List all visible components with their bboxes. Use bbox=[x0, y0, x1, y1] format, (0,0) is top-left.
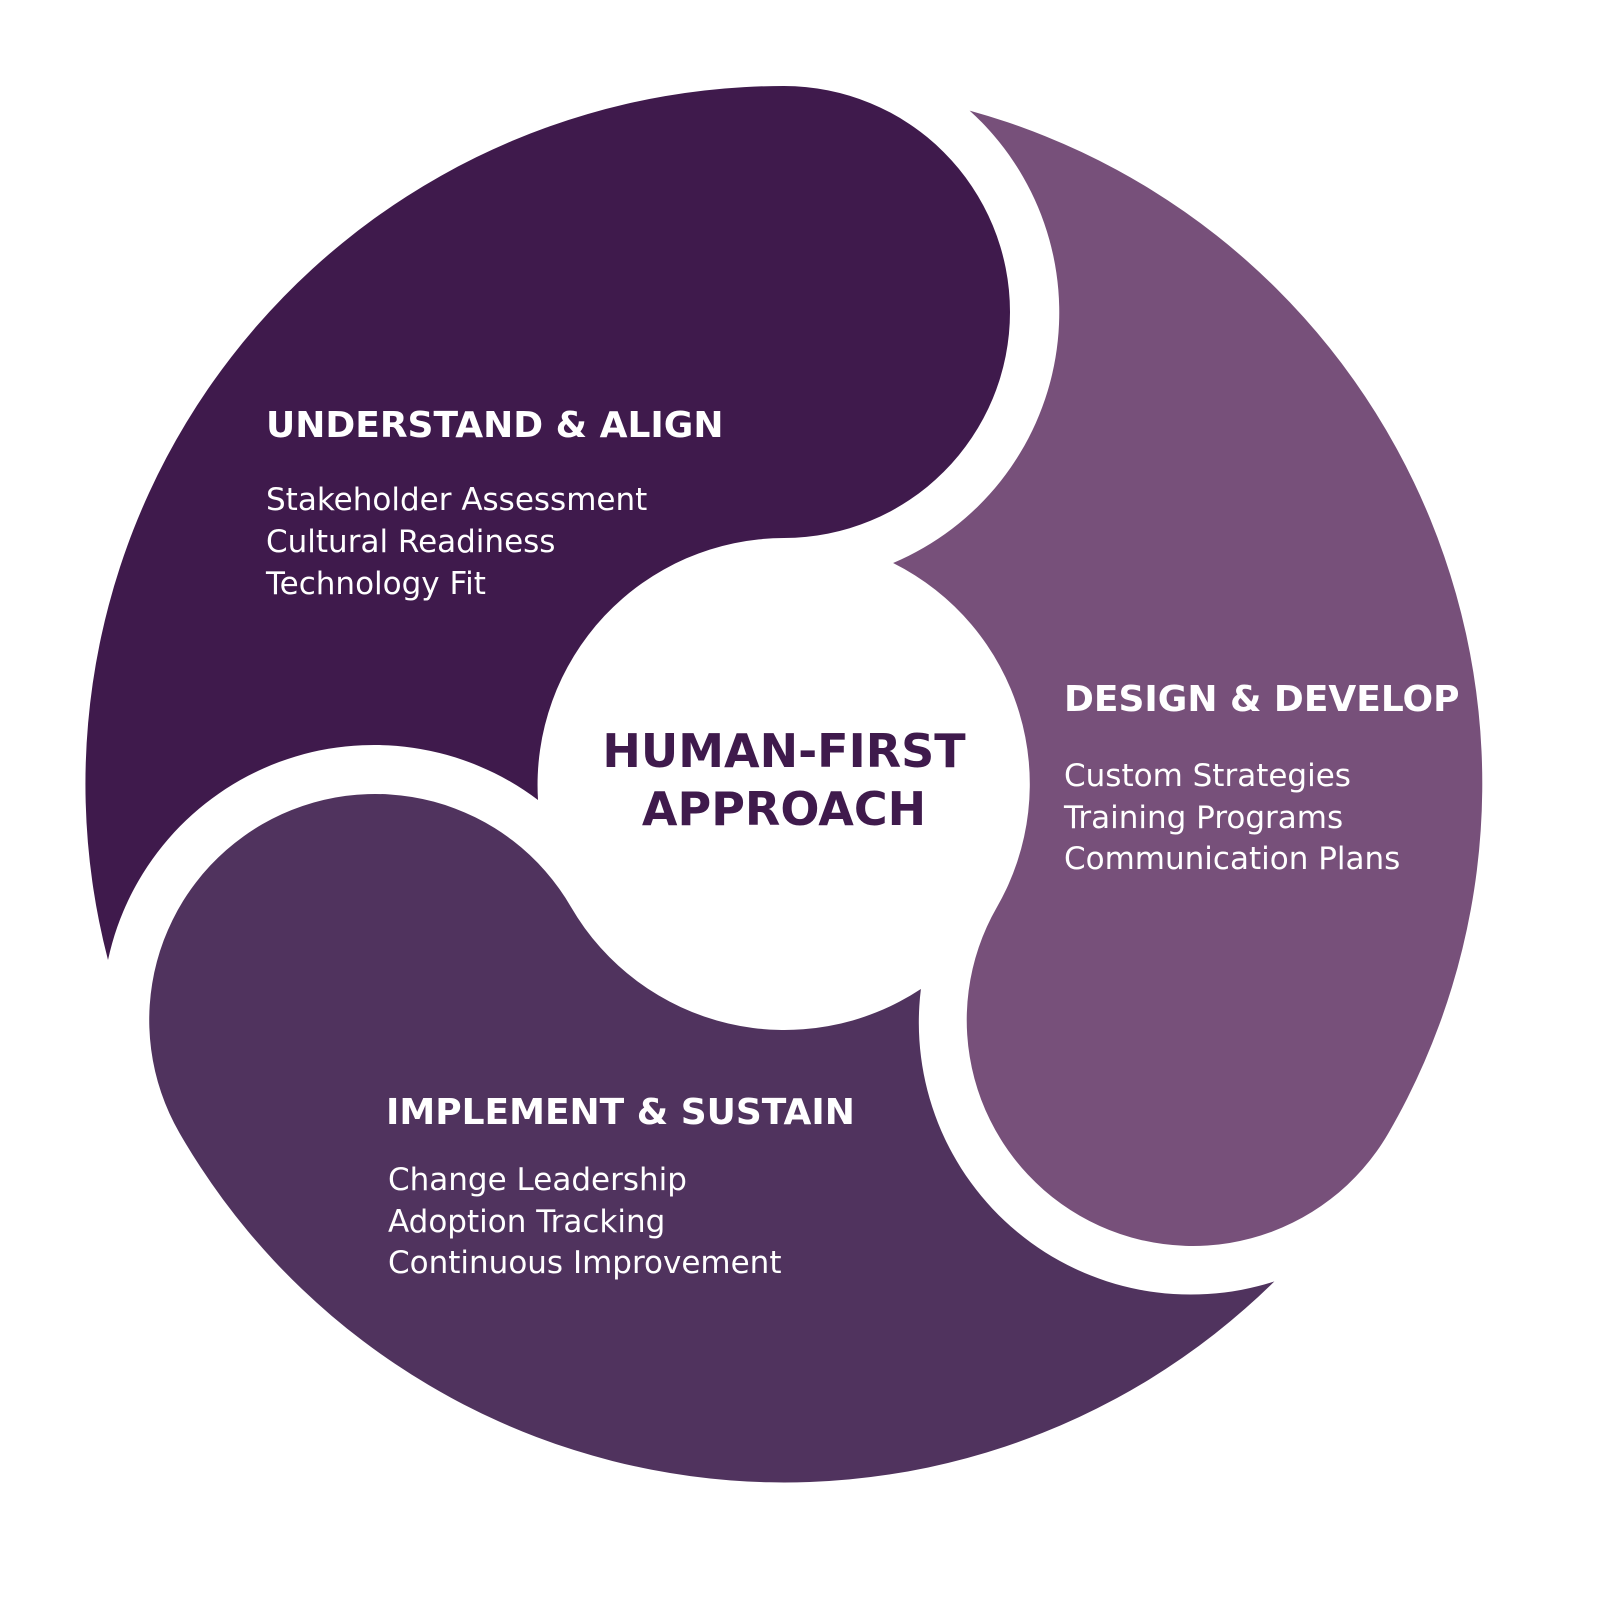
center-label: HUMAN-FIRST APPROACH bbox=[602, 724, 966, 836]
segment-item: Custom Strategies bbox=[1064, 758, 1351, 794]
segment-item: Change Leadership bbox=[388, 1162, 687, 1198]
center-title-line2: APPROACH bbox=[642, 782, 926, 836]
segment-item: Communication Plans bbox=[1064, 841, 1400, 877]
segment-item: Stakeholder Assessment bbox=[266, 482, 647, 518]
segment-item: Continuous Improvement bbox=[388, 1245, 781, 1281]
segment-item: Training Programs bbox=[1063, 800, 1343, 836]
segment-design-develop-text: DESIGN & DEVELOP Custom Strategies Train… bbox=[1063, 679, 1460, 877]
segment-implement-sustain bbox=[149, 793, 1275, 1483]
segment-title: IMPLEMENT & SUSTAIN bbox=[386, 1092, 855, 1133]
segment-implement-sustain-text: IMPLEMENT & SUSTAIN Change Leadership Ad… bbox=[386, 1092, 855, 1281]
segment-item: Cultural Readiness bbox=[266, 524, 555, 560]
segment-title: DESIGN & DEVELOP bbox=[1064, 679, 1460, 720]
segment-title: UNDERSTAND & ALIGN bbox=[266, 405, 723, 446]
segment-design-develop bbox=[893, 110, 1483, 1246]
segment-item: Technology Fit bbox=[265, 566, 486, 602]
center-title-line1: HUMAN-FIRST bbox=[602, 724, 966, 778]
segment-understand-align bbox=[85, 85, 1010, 960]
segment-item: Adoption Tracking bbox=[388, 1204, 665, 1240]
segment-understand-align-text: UNDERSTAND & ALIGN Stakeholder Assessmen… bbox=[265, 405, 723, 602]
